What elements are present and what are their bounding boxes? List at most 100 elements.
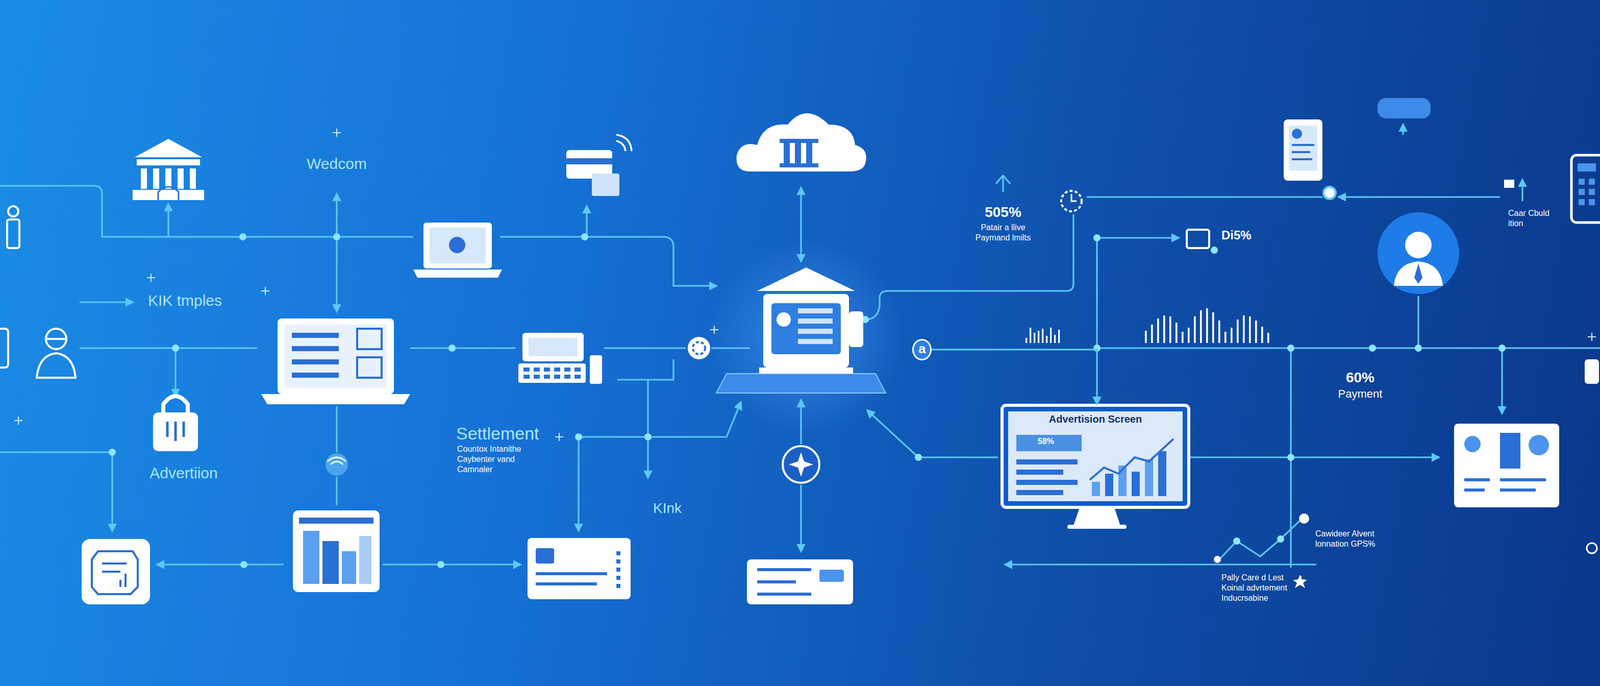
sparkle: [332, 128, 341, 137]
wire-line: [167, 204, 169, 237]
reader-stripe: [566, 158, 613, 165]
laptop-screen: [423, 222, 492, 269]
card-photo: [535, 547, 555, 564]
user-glasses: [46, 337, 66, 340]
dash-dot: [1464, 435, 1481, 453]
wire-line: [1521, 179, 1523, 202]
junction-dot: [1298, 513, 1310, 524]
cloud-beam: [779, 163, 819, 168]
laptop-screen: [277, 318, 394, 394]
monitor-bar: [1091, 481, 1100, 496]
lock-mark: [167, 421, 184, 441]
wire-line: [646, 379, 649, 478]
wire-line: [79, 301, 133, 303]
wire-line: [1188, 456, 1291, 458]
histogram-bar: [1255, 320, 1258, 343]
temple-column: [140, 168, 147, 189]
bank-row: [797, 328, 833, 334]
histogram-bar: [1050, 327, 1052, 343]
doc-card: [81, 538, 150, 605]
label-text: Countox Intanithe Caybenter vand Camnale…: [457, 443, 544, 475]
lock-shackle: [163, 395, 188, 414]
terminal-key: [543, 367, 550, 372]
monitor-row: [1016, 489, 1064, 495]
histogram-bar: [1041, 328, 1044, 343]
junction-dot: [914, 453, 922, 461]
monitor-stand: [1073, 507, 1121, 526]
tablet-body: [292, 510, 380, 592]
panel-button: [819, 569, 844, 582]
cloud-icon: [736, 113, 867, 172]
phone-body: [1571, 155, 1600, 223]
temple-base: [132, 189, 205, 200]
avatar-tie: [1414, 263, 1423, 284]
lock-icon: [153, 395, 198, 452]
phone-key: [1578, 198, 1585, 206]
temple-column: [153, 168, 160, 189]
histogram-bar: [1200, 310, 1203, 343]
card-dots: [616, 551, 621, 590]
monitor-trend: [1089, 438, 1174, 480]
node-title: a: [918, 341, 926, 357]
laptop-icon: [413, 222, 503, 278]
temple-column: [165, 168, 172, 189]
temple-door: [158, 186, 179, 200]
tablet-bar: [359, 535, 372, 584]
wire-line: [335, 406, 338, 453]
pill-button: [1377, 97, 1431, 119]
wire-line: [604, 346, 686, 349]
bank-glow: [709, 239, 904, 434]
card-lines: [535, 573, 608, 584]
junction-dot: [1323, 186, 1336, 199]
panel-body: [746, 559, 854, 605]
histogram-bar: [1212, 312, 1215, 343]
wire-line: [800, 400, 802, 444]
advertising-screen: Advertision Screen58%: [1002, 405, 1189, 508]
monitor-foot: [1067, 524, 1127, 529]
dash-dot: [1528, 434, 1549, 456]
bank-row: [797, 318, 833, 324]
junction-dot: [1210, 246, 1218, 254]
reader-card: [591, 173, 620, 196]
tablet-logo: [1291, 128, 1303, 139]
bank-roof: [757, 267, 856, 291]
terminal-key: [554, 374, 561, 379]
user-body: [36, 353, 76, 378]
sparkle: [710, 325, 719, 334]
laptop-base: [261, 393, 411, 405]
dashboard-icon: [1454, 423, 1560, 508]
terminal-key: [533, 374, 540, 379]
laptop-display: [284, 324, 387, 388]
wire-line: [867, 410, 919, 458]
dash-lines: [1464, 479, 1546, 490]
terminal-key: [523, 374, 530, 379]
wire-line: [1338, 195, 1500, 198]
cloud-column: [806, 142, 813, 164]
keyhole-icon: [8, 206, 19, 217]
tablet-bar: [303, 530, 320, 584]
tablet-icon: [0, 328, 9, 368]
device-icon: [1584, 359, 1599, 384]
wire-line: [1096, 236, 1179, 239]
letter-badge: a: [912, 338, 932, 361]
wire-line: [335, 193, 338, 237]
wire-line: [1290, 456, 1439, 458]
card-reader-icon: [566, 134, 632, 196]
laptop-user: [448, 236, 466, 254]
histogram-bar: [1054, 334, 1056, 343]
monitor-bar: [1131, 471, 1140, 496]
junction-dot: [1233, 537, 1241, 545]
junction-dot: [240, 560, 248, 568]
laptop-row: [291, 359, 339, 365]
wire-line: [1501, 347, 1503, 414]
label-text: Payment: [1319, 386, 1402, 402]
junction-dot: [1287, 344, 1295, 352]
wire-line: [335, 476, 338, 506]
terminal-key: [564, 374, 571, 379]
bank-row: [797, 308, 833, 314]
label-text: Cawideer Alvent lonnation GPS%: [1315, 528, 1392, 549]
tablet-lines: [1291, 144, 1315, 160]
clock-icon: [1061, 190, 1082, 212]
wire-line: [578, 402, 741, 437]
